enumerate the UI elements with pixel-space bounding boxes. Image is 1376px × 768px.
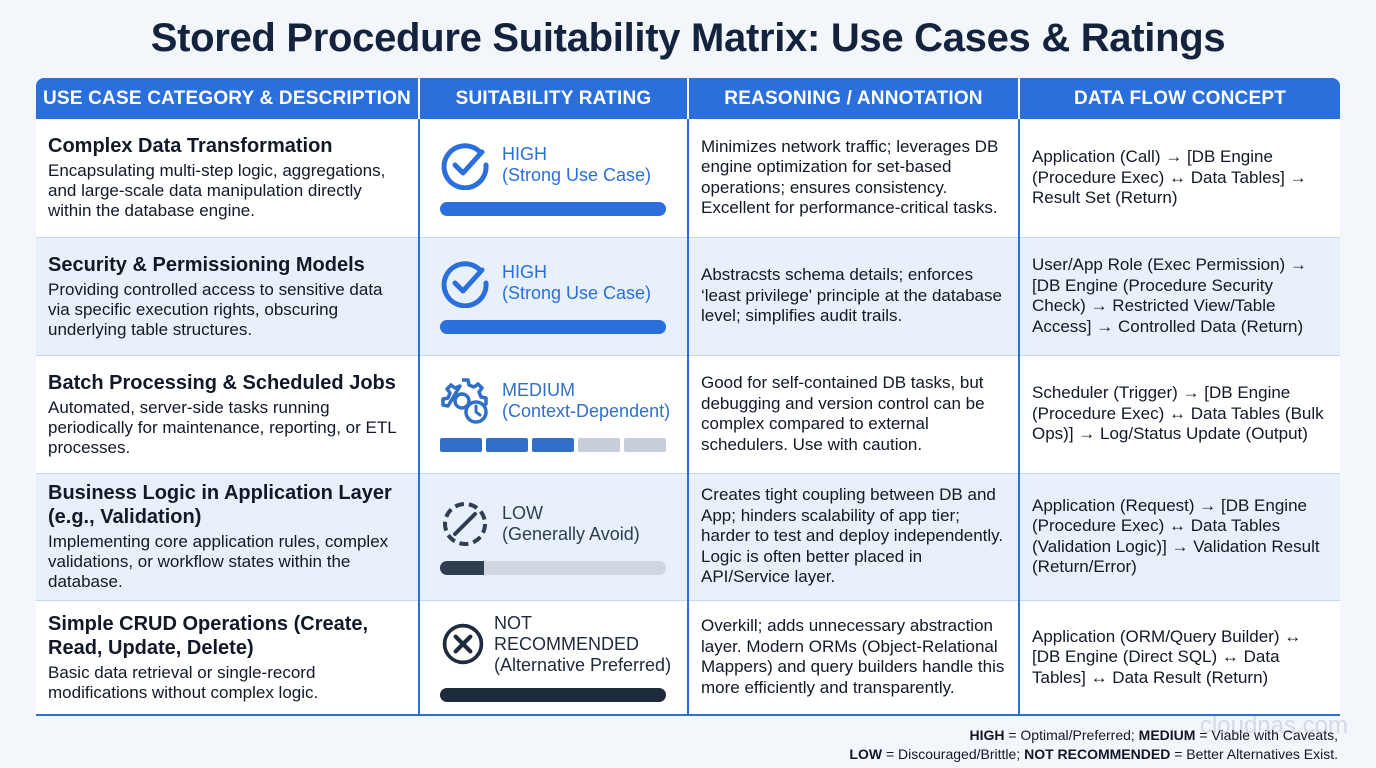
check-circle-icon [441, 143, 489, 190]
check-circle-icon [441, 261, 489, 308]
table-row: Batch Processing & Scheduled Jobs Automa… [36, 355, 1340, 474]
data-flow-text: Scheduler (Trigger) → [DB Engine (Proced… [1032, 383, 1324, 444]
x-circle-icon [442, 624, 484, 665]
legend-text: = Optimal/Preferred; [1004, 727, 1139, 743]
use-case-cell: Business Logic in Application Layer (e.g… [36, 473, 420, 601]
data-flow-text: Application (ORM/Query Builder) ↔ [DB En… [1032, 626, 1302, 687]
rating-level: LOW [502, 502, 544, 523]
page-title: Stored Procedure Suitability Matrix: Use… [150, 16, 1226, 60]
use-case-cell: Simple CRUD Operations (Create, Read, Up… [36, 600, 420, 716]
suitability-matrix-table: USE CASE CATEGORY & DESCRIPTION SUITABIL… [36, 78, 1340, 716]
gear-clock-icon [441, 378, 488, 424]
dashed-slash-circle-icon [443, 501, 487, 546]
reasoning-cell: Minimizes network traffic; leverages DB … [688, 119, 1020, 238]
data-flow-text: User/App Role (Exec Permission) → [DB En… [1032, 255, 1307, 336]
use-case-cell: Security & Permissioning Models Providin… [36, 237, 420, 356]
data-flow-cell: Application (ORM/Query Builder) ↔ [DB En… [1019, 600, 1340, 716]
column-header-rating: SUITABILITY RATING [419, 78, 689, 119]
rating-note: (Generally Avoid) [502, 523, 640, 544]
reasoning-cell: Good for self-contained DB tasks, but de… [688, 355, 1020, 474]
data-flow-cell: Application (Request) → [DB Engine (Proc… [1019, 473, 1340, 601]
rating-note: (Strong Use Case) [502, 164, 652, 185]
legend-key: MEDIUM [1138, 727, 1196, 743]
use-case-description: Providing controlled access to sensitive… [48, 279, 383, 339]
reasoning-cell: Creates tight coupling between DB and Ap… [688, 473, 1020, 601]
rating-bar [440, 560, 666, 575]
rating-level: NOT RECOMMENDED [494, 612, 640, 654]
legend-line-1: HIGH = Optimal/Preferred; MEDIUM = Viabl… [849, 726, 1338, 745]
use-case-title: Complex Data Transformation [48, 135, 333, 158]
use-case-description: Automated, server-side tasks running per… [48, 397, 397, 457]
data-flow-cell: User/App Role (Exec Permission) → [DB En… [1019, 237, 1340, 356]
rating-cell: HIGH (Strong Use Case) [419, 237, 689, 356]
rating-note: (Strong Use Case) [502, 283, 652, 303]
rating-cell: MEDIUM (Context-Dependent) [419, 355, 689, 474]
rating-level: MEDIUM [502, 380, 575, 400]
header-row: USE CASE CATEGORY & DESCRIPTION SUITABIL… [36, 78, 1340, 119]
data-flow-text: Application (Call) → [DB Engine (Procedu… [1032, 147, 1307, 207]
use-case-title: Business Logic in Application Layer (e.g… [48, 482, 392, 528]
rating-note: (Alternative Preferred) [494, 654, 672, 675]
rating-bar [440, 438, 666, 452]
reasoning-text: Abstracsts schema details; enforces ‘lea… [701, 265, 1002, 326]
table-row: Simple CRUD Operations (Create, Read, Up… [36, 600, 1340, 716]
rating-level: HIGH [502, 262, 547, 282]
use-case-description: Implementing core application rules, com… [48, 532, 389, 591]
reasoning-text: Overkill; adds unnecessary abstraction l… [701, 616, 1005, 697]
use-case-title: Batch Processing & Scheduled Jobs [48, 371, 396, 394]
column-header-reasoning: REASONING / ANNOTATION [688, 78, 1020, 119]
rating-bar [440, 320, 666, 334]
rating-cell: HIGH (Strong Use Case) [419, 119, 689, 238]
column-header-data-flow: DATA FLOW CONCEPT [1019, 78, 1340, 119]
reasoning-text: Creates tight coupling between DB and Ap… [701, 485, 1004, 587]
use-case-description: Encapsulating multi-step logic, aggregat… [48, 161, 386, 221]
reasoning-cell: Overkill; adds unnecessary abstraction l… [688, 600, 1020, 716]
use-case-title: Security & Permissioning Models [48, 253, 365, 276]
watermark: cloudnas.com [1199, 712, 1348, 739]
legend-text: = Better Alternatives Exist. [1170, 746, 1338, 762]
legend-key: LOW [849, 746, 883, 762]
legend-text: = Discouraged/Brittle; [882, 746, 1025, 762]
legend-key: HIGH [969, 727, 1005, 743]
table-row: Complex Data Transformation Encapsulatin… [36, 119, 1340, 238]
use-case-cell: Complex Data Transformation Encapsulatin… [36, 119, 420, 238]
legend-footnote: HIGH = Optimal/Preferred; MEDIUM = Viabl… [849, 726, 1338, 764]
rating-bar [440, 687, 666, 702]
legend-line-2: LOW = Discouraged/Brittle; NOT RECOMMEND… [849, 745, 1338, 764]
rating-level: HIGH [502, 143, 547, 164]
rating-cell: NOT RECOMMENDED (Alternative Preferred) [419, 600, 689, 716]
data-flow-cell: Scheduler (Trigger) → [DB Engine (Proced… [1019, 355, 1340, 474]
reasoning-cell: Abstracsts schema details; enforces ‘lea… [688, 237, 1020, 356]
rating-bar [440, 201, 666, 216]
use-case-cell: Batch Processing & Scheduled Jobs Automa… [36, 355, 420, 474]
use-case-description: Basic data retrieval or single-record mo… [48, 662, 319, 702]
table-row: Business Logic in Application Layer (e.g… [36, 473, 1340, 601]
rating-cell: LOW (Generally Avoid) [419, 473, 689, 601]
legend-key: NOT RECOMMENDED [1024, 746, 1171, 762]
column-header-use-case: USE CASE CATEGORY & DESCRIPTION [36, 78, 420, 119]
legend-text: = Viable with Caveats, [1195, 727, 1338, 743]
table-row: Security & Permissioning Models Providin… [36, 237, 1340, 356]
data-flow-cell: Application (Call) → [DB Engine (Procedu… [1019, 119, 1340, 238]
reasoning-text: Good for self-contained DB tasks, but de… [701, 373, 985, 454]
rating-note: (Context-Dependent) [502, 401, 671, 421]
reasoning-text: Minimizes network traffic; leverages DB … [701, 136, 999, 218]
data-flow-text: Application (Request) → [DB Engine (Proc… [1032, 495, 1320, 577]
use-case-title: Simple CRUD Operations (Create, Read, Up… [48, 612, 369, 659]
